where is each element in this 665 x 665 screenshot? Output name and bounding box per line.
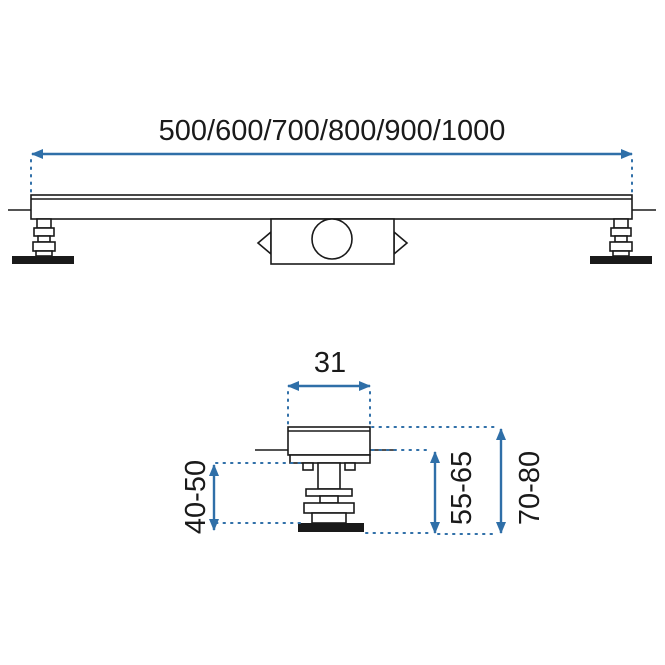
- outlet-pipe: [311, 218, 353, 260]
- length-label: 500/600/700/800/900/1000: [159, 115, 506, 147]
- foot-left: [12, 218, 74, 264]
- cross-section-view: 31 40-50 55-65: [180, 347, 546, 535]
- total-height-label: 70-80: [514, 451, 546, 525]
- outlet-siphon: [256, 218, 409, 265]
- width-label: 31: [314, 347, 346, 379]
- foot-right: [590, 218, 652, 264]
- foot-height-label: 40-50: [180, 460, 212, 534]
- section-foot: [298, 462, 364, 532]
- side-view: 500/600/700/800/900/1000: [8, 115, 656, 265]
- body-height-label: 55-65: [446, 451, 478, 525]
- channel-base: [289, 454, 371, 464]
